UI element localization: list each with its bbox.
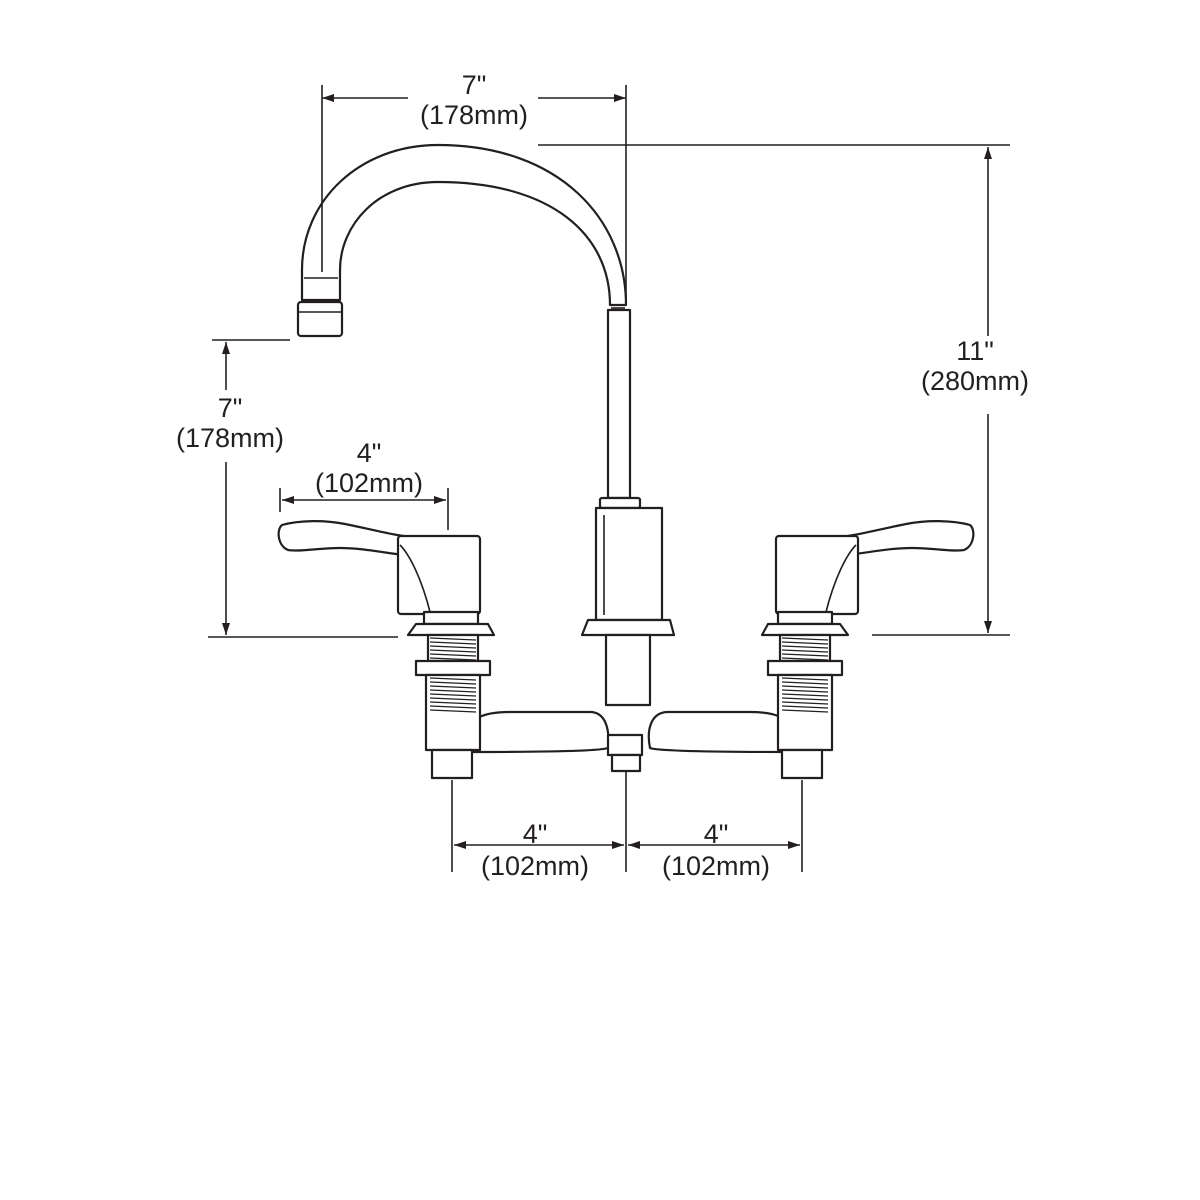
dimension-lines bbox=[222, 94, 992, 849]
aerator bbox=[296, 300, 344, 338]
gooseneck-spout bbox=[300, 143, 628, 309]
spout-base-flange bbox=[580, 618, 676, 707]
right-spacing-inches: 4" bbox=[704, 819, 729, 849]
spout-reach-inches: 7" bbox=[462, 70, 487, 100]
extension-lines bbox=[208, 85, 1010, 872]
right-spacing-mm: (102mm) bbox=[662, 851, 770, 881]
handle-length-inches: 4" bbox=[357, 438, 382, 468]
shank-threads bbox=[429, 637, 829, 713]
left-valve bbox=[277, 520, 496, 780]
right-valve bbox=[760, 520, 975, 780]
handle-length-mm: (102mm) bbox=[315, 468, 423, 498]
left-spacing-mm: (102mm) bbox=[481, 851, 589, 881]
spout-reach-mm: (178mm) bbox=[420, 100, 528, 130]
bridge bbox=[460, 710, 800, 773]
spout-height-mm: (280mm) bbox=[921, 366, 1029, 396]
spout-column bbox=[594, 308, 664, 622]
aerator-height-mm: (178mm) bbox=[176, 423, 284, 453]
spout-height-inches: 11" bbox=[956, 336, 994, 366]
aerator-height-inches: 7" bbox=[218, 393, 243, 423]
left-spacing-inches: 4" bbox=[523, 819, 548, 849]
